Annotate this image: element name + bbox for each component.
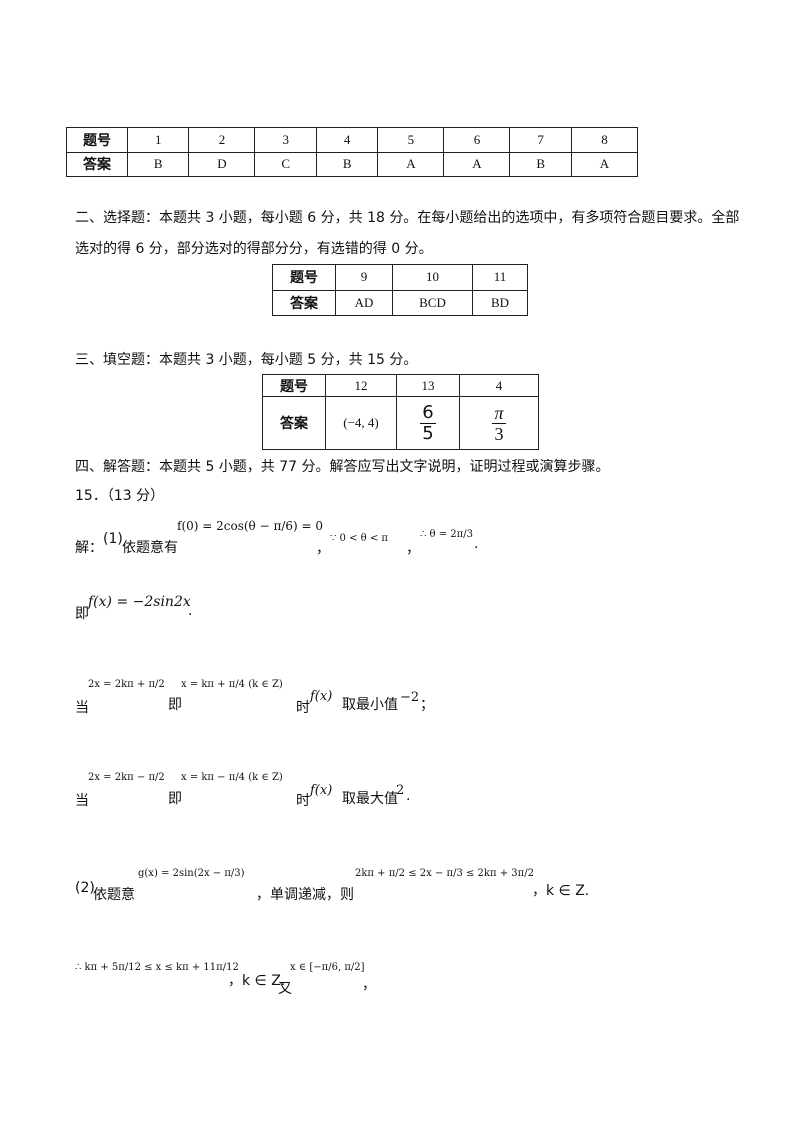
table-header-label: 题号 [262, 373, 326, 398]
solution-text: ，k ∈ Z. [228, 973, 286, 989]
math-equation: x = kπ + π/4 (k ∈ Z) [181, 679, 283, 690]
solution-text: 时 [296, 793, 310, 809]
solution-text: 即 [75, 606, 89, 622]
solution-text: ， [316, 541, 330, 557]
table-cell: BD [472, 289, 528, 316]
table-cell: A [570, 151, 639, 177]
section4-line1: 四、解答题：本题共 5 小题，共 77 分。解答应写出文字说明，证明过程或演算步… [75, 459, 610, 475]
math-equation: f(x) = −2sin2x [88, 594, 191, 610]
table-cell: 5 [377, 127, 445, 153]
table-cell: D [188, 151, 256, 177]
table-header-label: 题号 [66, 127, 128, 153]
fraction-denominator: 3 [494, 423, 504, 444]
section2-line1: 二、选择题：本题共 3 小题，每小题 6 分，共 18 分。在每小题给出的选项中… [75, 210, 740, 226]
solution-text: 取最小值 [342, 697, 398, 713]
math-value: −2 [400, 690, 420, 705]
part-number: (2) [75, 880, 95, 896]
math-fx: f(x) [310, 783, 333, 798]
answer-table-3: 题号 12 13 4 答案 (−4, 4) 6 5 π 3 [262, 373, 539, 450]
solution-text: 即 [168, 697, 182, 713]
table-cell: BCD [392, 289, 473, 316]
section2-line2: 选对的得 6 分，部分选对的得部分分，有选错的得 0 分。 [75, 241, 433, 257]
table-cell: A [443, 151, 511, 177]
fraction-numerator: π [492, 402, 506, 424]
table-header-label: 题号 [272, 264, 336, 291]
table-cell: AD [334, 289, 394, 316]
table-cell: A [377, 151, 445, 177]
fraction-numerator: 6 [420, 401, 436, 424]
table-cell: (−4, 4) [325, 396, 397, 450]
solution-text: ； [420, 697, 434, 713]
math-set: x ∈ [−π/6, π/2] [290, 962, 365, 973]
solution-text: 即 [168, 791, 182, 807]
table-answer-label: 答案 [272, 289, 336, 316]
question-15-title: 15．（13 分） [75, 488, 165, 504]
solution-text: 当 [75, 793, 89, 809]
solution-text: 依题意有 [122, 540, 178, 556]
solution-text: . [406, 788, 411, 804]
table-cell: C [254, 151, 317, 177]
answer-table-2: 题号 9 10 11 答案 AD BCD BD [272, 264, 528, 316]
solution-text: . [474, 536, 479, 552]
math-fx: f(x) [310, 689, 333, 704]
solution-text: 当 [75, 700, 89, 716]
table-cell: 11 [472, 264, 528, 291]
math-inequality: ∴ kπ + 5π/12 ≤ x ≤ kπ + 11π/12 [75, 962, 239, 973]
table-cell: 2 [188, 127, 256, 153]
table-cell: B [315, 151, 379, 177]
solution-text: ，单调递减，则 [256, 887, 354, 903]
table-cell-fraction: 6 5 [396, 396, 460, 450]
table-cell-fraction: π 3 [459, 396, 539, 450]
math-equation: g(x) = 2sin(2x − π/3) [138, 868, 245, 879]
table-cell: 13 [396, 373, 460, 398]
math-inequality: 2kπ + π/2 ≤ 2x − π/3 ≤ 2kπ + 3π/2 [355, 868, 534, 879]
table-cell: 6 [443, 127, 511, 153]
math-equation: 2x = 2kπ − π/2 [88, 772, 165, 783]
solution-text: 取最大值 [342, 791, 398, 807]
section3-line1: 三、填空题：本题共 3 小题，每小题 5 分，共 15 分。 [75, 352, 418, 368]
table-cell: 12 [325, 373, 397, 398]
table-cell: 3 [254, 127, 317, 153]
table-answer-label: 答案 [66, 151, 128, 177]
table-cell: 8 [570, 127, 639, 153]
fraction-denominator: 5 [422, 422, 434, 444]
math-equation: x = kπ − π/4 (k ∈ Z) [181, 772, 283, 783]
solution-text: 依题意 [93, 887, 135, 903]
table-cell: B [509, 151, 572, 177]
table-cell: 7 [509, 127, 572, 153]
math-equation: ∴ θ = 2π/3 [420, 529, 473, 540]
math-value: 2 [396, 783, 405, 798]
part-number: (1) [103, 531, 123, 547]
math-equation: f(0) = 2cos(θ − π/6) = 0 [177, 519, 324, 533]
table-cell: 9 [334, 264, 394, 291]
solution-text: ， [406, 541, 420, 557]
solution-text: ，k ∈ Z. [532, 883, 590, 899]
table-cell: 10 [392, 264, 473, 291]
table-cell: B [126, 151, 190, 177]
table-answer-label: 答案 [262, 396, 326, 450]
solution-text: . [188, 603, 193, 619]
solution-text: 又 [278, 981, 292, 997]
solution-label: 解： [75, 540, 103, 556]
table-cell: 4 [459, 373, 539, 398]
answer-table-1: 题号 1 2 3 4 5 6 7 8 答案 B D C B A A B A [66, 127, 639, 177]
table-cell: 4 [315, 127, 379, 153]
math-condition: ∵ 0 < θ < π [330, 533, 388, 544]
math-equation: 2x = 2kπ + π/2 [88, 679, 165, 690]
solution-text: 时 [296, 700, 310, 716]
table-cell: 1 [126, 127, 190, 153]
solution-text: ， [362, 977, 376, 993]
